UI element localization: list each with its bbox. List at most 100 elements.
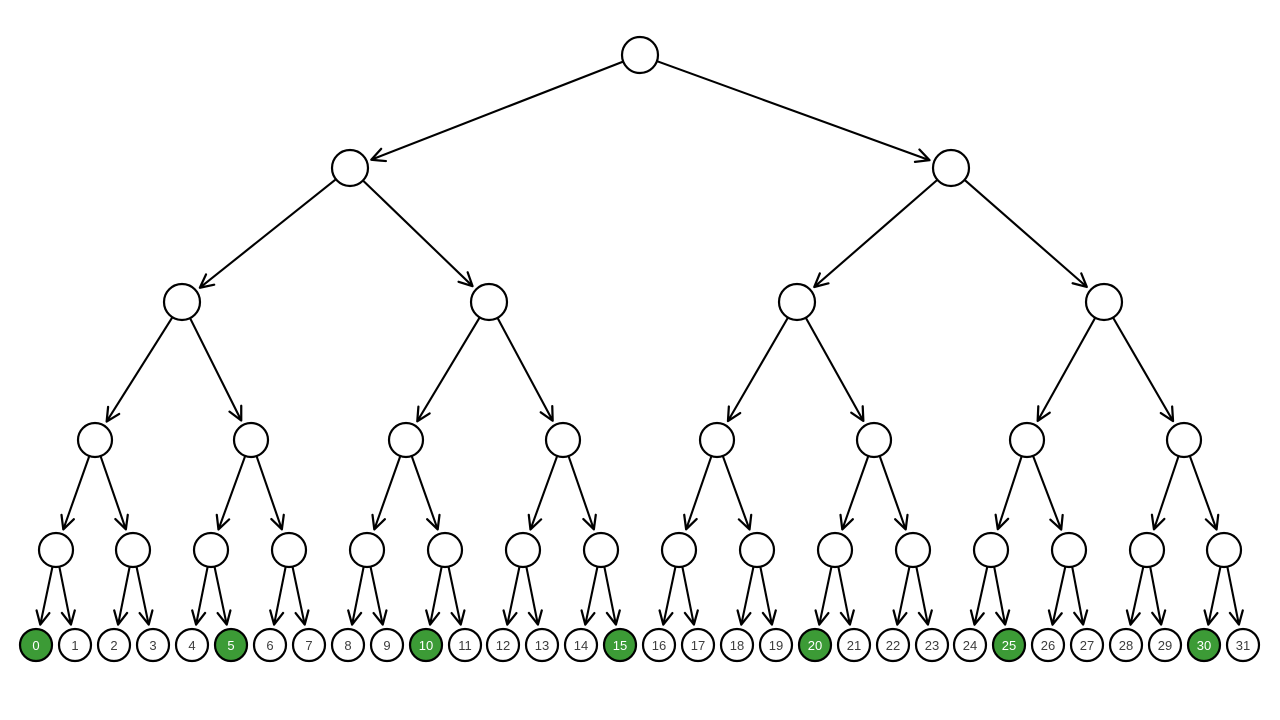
- node-circle[interactable]: [894, 531, 932, 569]
- tree-node-leaf[interactable]: 25: [991, 627, 1027, 663]
- tree-node-leaf[interactable]: 26: [1030, 627, 1066, 663]
- tree-node-internal[interactable]: [37, 531, 75, 569]
- node-circle[interactable]: [582, 531, 620, 569]
- node-circle[interactable]: [252, 627, 288, 663]
- tree-node-leaf[interactable]: 0: [18, 627, 54, 663]
- tree-node-internal[interactable]: [972, 531, 1010, 569]
- tree-node-internal[interactable]: [504, 531, 542, 569]
- node-circle[interactable]: [76, 421, 114, 459]
- node-circle[interactable]: [680, 627, 716, 663]
- tree-node-leaf[interactable]: 27: [1069, 627, 1105, 663]
- node-circle[interactable]: [469, 282, 509, 322]
- node-circle[interactable]: [135, 627, 171, 663]
- node-circle[interactable]: [485, 627, 521, 663]
- node-circle-highlighted[interactable]: [602, 627, 638, 663]
- tree-node-internal[interactable]: [544, 421, 582, 459]
- node-circle-highlighted[interactable]: [408, 627, 444, 663]
- node-circle[interactable]: [330, 627, 366, 663]
- tree-node-leaf[interactable]: 24: [952, 627, 988, 663]
- node-circle-highlighted[interactable]: [1186, 627, 1222, 663]
- node-circle[interactable]: [1165, 421, 1203, 459]
- tree-node-internal[interactable]: [894, 531, 932, 569]
- node-circle[interactable]: [738, 531, 776, 569]
- node-circle[interactable]: [620, 35, 660, 75]
- tree-node-leaf[interactable]: 8: [330, 627, 366, 663]
- tree-node-leaf[interactable]: 21: [836, 627, 872, 663]
- tree-node-internal[interactable]: [162, 282, 202, 322]
- tree-node-leaf[interactable]: 16: [641, 627, 677, 663]
- node-circle[interactable]: [563, 627, 599, 663]
- tree-node-leaf[interactable]: 28: [1108, 627, 1144, 663]
- node-circle[interactable]: [348, 531, 386, 569]
- tree-node-internal[interactable]: [469, 282, 509, 322]
- tree-node-internal[interactable]: [738, 531, 776, 569]
- node-circle[interactable]: [758, 627, 794, 663]
- tree-node-leaf[interactable]: 4: [174, 627, 210, 663]
- node-circle[interactable]: [387, 421, 425, 459]
- tree-node-internal[interactable]: [855, 421, 893, 459]
- tree-node-internal[interactable]: [270, 531, 308, 569]
- tree-node-leaf[interactable]: 12: [485, 627, 521, 663]
- node-circle[interactable]: [952, 627, 988, 663]
- node-circle[interactable]: [972, 531, 1010, 569]
- node-circle-highlighted[interactable]: [991, 627, 1027, 663]
- tree-node-internal[interactable]: [1084, 282, 1124, 322]
- tree-node-internal[interactable]: [348, 531, 386, 569]
- tree-node-leaf[interactable]: 30: [1186, 627, 1222, 663]
- tree-node-internal[interactable]: [114, 531, 152, 569]
- tree-node-leaf[interactable]: 22: [875, 627, 911, 663]
- tree-node-internal[interactable]: [931, 148, 971, 188]
- node-circle[interactable]: [1084, 282, 1124, 322]
- tree-node-internal[interactable]: [387, 421, 425, 459]
- tree-node-leaf[interactable]: 1: [57, 627, 93, 663]
- node-circle-highlighted[interactable]: [213, 627, 249, 663]
- tree-node-internal[interactable]: [232, 421, 270, 459]
- node-circle[interactable]: [232, 421, 270, 459]
- tree-node-internal[interactable]: [1205, 531, 1243, 569]
- node-circle[interactable]: [174, 627, 210, 663]
- tree-node-leaf[interactable]: 18: [719, 627, 755, 663]
- tree-node-leaf[interactable]: 19: [758, 627, 794, 663]
- tree-node-internal[interactable]: [76, 421, 114, 459]
- node-circle[interactable]: [270, 531, 308, 569]
- node-circle[interactable]: [57, 627, 93, 663]
- node-circle[interactable]: [369, 627, 405, 663]
- tree-node-leaf[interactable]: 14: [563, 627, 599, 663]
- node-circle[interactable]: [777, 282, 817, 322]
- tree-node-internal[interactable]: [1128, 531, 1166, 569]
- tree-node-leaf[interactable]: 9: [369, 627, 405, 663]
- tree-node-leaf[interactable]: 6: [252, 627, 288, 663]
- tree-node-leaf[interactable]: 15: [602, 627, 638, 663]
- tree-node-leaf[interactable]: 10: [408, 627, 444, 663]
- node-circle[interactable]: [641, 627, 677, 663]
- node-circle[interactable]: [660, 531, 698, 569]
- node-circle[interactable]: [96, 627, 132, 663]
- node-circle-highlighted[interactable]: [18, 627, 54, 663]
- tree-node-internal[interactable]: [698, 421, 736, 459]
- node-circle[interactable]: [447, 627, 483, 663]
- tree-node-leaf[interactable]: 2: [96, 627, 132, 663]
- tree-node-leaf[interactable]: 13: [524, 627, 560, 663]
- node-circle[interactable]: [192, 531, 230, 569]
- node-circle[interactable]: [1008, 421, 1046, 459]
- tree-node-leaf[interactable]: 23: [914, 627, 950, 663]
- tree-node-leaf[interactable]: 20: [797, 627, 833, 663]
- tree-node-leaf[interactable]: 11: [447, 627, 483, 663]
- node-circle[interactable]: [330, 148, 370, 188]
- tree-node-internal[interactable]: [582, 531, 620, 569]
- node-circle[interactable]: [291, 627, 327, 663]
- node-circle[interactable]: [836, 627, 872, 663]
- tree-node-leaf[interactable]: 3: [135, 627, 171, 663]
- tree-node-leaf[interactable]: 31: [1225, 627, 1261, 663]
- tree-node-leaf[interactable]: 29: [1147, 627, 1183, 663]
- tree-node-internal[interactable]: [192, 531, 230, 569]
- node-circle[interactable]: [1050, 531, 1088, 569]
- tree-node-internal[interactable]: [777, 282, 817, 322]
- node-circle-highlighted[interactable]: [797, 627, 833, 663]
- node-circle[interactable]: [875, 627, 911, 663]
- node-circle[interactable]: [37, 531, 75, 569]
- node-circle[interactable]: [816, 531, 854, 569]
- node-circle[interactable]: [1225, 627, 1261, 663]
- node-circle[interactable]: [426, 531, 464, 569]
- tree-node-internal[interactable]: [816, 531, 854, 569]
